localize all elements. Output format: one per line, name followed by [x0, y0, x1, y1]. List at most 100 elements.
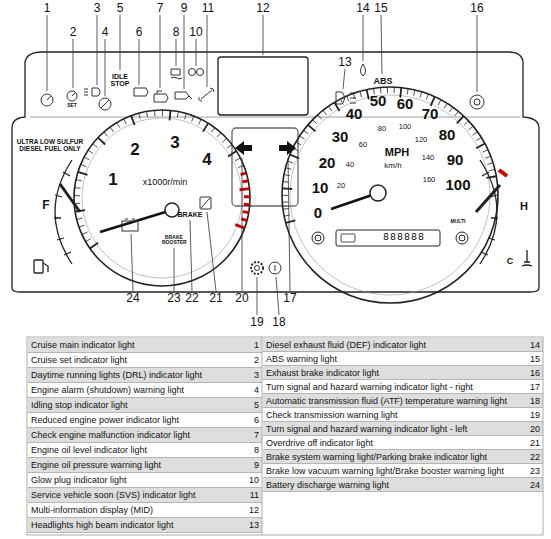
warning-icons [251, 262, 263, 274]
dial-number: 50 [370, 93, 387, 109]
dial-ticks [244, 195, 250, 198]
dial-number: 120 [415, 136, 428, 144]
leader-lines [47, 15, 477, 315]
warning-icons [171, 69, 182, 79]
table-cell: Battery discharge warning light [266, 480, 524, 491]
table-cell: Multi-information display (MID) [31, 505, 243, 516]
dial-ticks [74, 87, 496, 248]
table-cell: 21 [525, 438, 540, 449]
table-cell: 1 [244, 340, 259, 351]
warning-icons [189, 69, 196, 76]
dial-number: 100 [399, 123, 412, 131]
icon-text: BRAKE [178, 211, 203, 218]
gauge-letter: C [507, 257, 514, 266]
dial-ticks [84, 157, 89, 160]
dial-ticks [282, 195, 288, 196]
callout-number: 9 [181, 2, 188, 15]
dial-number: 80 [439, 127, 456, 143]
warning-icons [197, 69, 204, 76]
table-cell: 11 [244, 490, 259, 501]
dial-unit: km/h [384, 162, 401, 170]
dial-ticks [124, 119, 127, 124]
dial-ticks [483, 150, 488, 153]
dial-ticks [82, 232, 87, 234]
dial-ticks [185, 113, 187, 119]
dial-ticks [78, 172, 88, 175]
table-cell: 10 [244, 475, 259, 486]
dial-ticks [203, 123, 208, 132]
table-cell: 14 [525, 340, 540, 351]
dial-ticks [464, 121, 468, 125]
dial-ticks [242, 181, 248, 182]
callout-number: 11 [202, 2, 214, 15]
warning-icons [200, 197, 211, 209]
dial-number: 3 [170, 134, 179, 152]
speedometer-dial [290, 95, 490, 295]
table-cell: Turn signal and hazard warning indicator… [266, 424, 524, 435]
dial-ticks [387, 87, 388, 93]
dial-ticks [88, 150, 93, 153]
warning-icons [84, 88, 100, 96]
dial-ticks [169, 110, 172, 120]
dial-ticks [489, 169, 495, 170]
dial-ticks [104, 132, 108, 136]
callout-number: 12 [256, 2, 269, 15]
table-cell: Reduced engine power indicator light [31, 415, 243, 426]
dial-number: 0 [314, 205, 322, 221]
dial-ticks [329, 106, 332, 111]
dial-ticks [211, 128, 215, 133]
warning-icons [199, 88, 214, 101]
table-cell: 20 [525, 424, 540, 435]
temperature-gauge [480, 160, 497, 264]
dial-ticks [469, 126, 474, 130]
dial-ticks [284, 175, 290, 176]
table-cell: Engine alarm (shutdown) warning light [31, 385, 243, 396]
warning-icons [474, 99, 480, 105]
dial-ticks [476, 137, 481, 140]
dial-ticks [318, 115, 322, 119]
dial-number: 100 [445, 177, 470, 193]
table-cell: 24 [525, 480, 540, 491]
dial-ticks [426, 94, 428, 100]
fuel-gauge [34, 260, 43, 273]
dial-ticks [222, 138, 226, 142]
dial-ticks [407, 89, 408, 95]
tachometer-dial [165, 203, 179, 217]
dial-ticks [90, 243, 98, 249]
speedometer-dial [341, 234, 355, 242]
table-cell: Cruise main indicator light [31, 340, 243, 351]
dial-number: 4 [202, 151, 211, 169]
warning-icons [99, 98, 111, 110]
dial-ticks [76, 180, 82, 181]
speedometer-dial [459, 235, 465, 241]
callout-number: 19 [250, 316, 263, 329]
dial-ticks [360, 91, 362, 97]
fuel-gauge [60, 184, 80, 212]
callout-number: 22 [185, 292, 198, 305]
callout-number: 21 [209, 292, 222, 305]
callout-number: 23 [167, 292, 180, 305]
table-cell: 17 [525, 382, 540, 393]
table-cell: 13 [244, 520, 259, 531]
dial-ticks [473, 132, 478, 136]
speedometer-dial [282, 87, 498, 303]
callout-number: 1 [44, 2, 51, 15]
table-cell: Daytime running lights (DRL) indicator l… [31, 370, 243, 381]
warning-icons [336, 92, 356, 104]
warning-icons [255, 266, 260, 271]
table-cell: Turn signal and hazard warning indicator… [266, 382, 524, 393]
table-cell: 5 [244, 400, 259, 411]
dial-number: 20 [337, 182, 345, 190]
dial-ticks [487, 163, 493, 165]
dial-ticks [313, 120, 317, 124]
dial-ticks [240, 189, 250, 190]
table-cell: Check transmission warning light [266, 410, 524, 421]
table-cell: Idling stop indicator light [31, 400, 243, 411]
speedometer-dial [370, 185, 386, 201]
dial-ticks [217, 133, 221, 137]
leader-lines [47, 15, 477, 96]
dial-ticks [457, 116, 464, 123]
callout-number: 8 [173, 26, 180, 39]
dial-ticks [420, 92, 422, 98]
dial-ticks [487, 176, 497, 178]
